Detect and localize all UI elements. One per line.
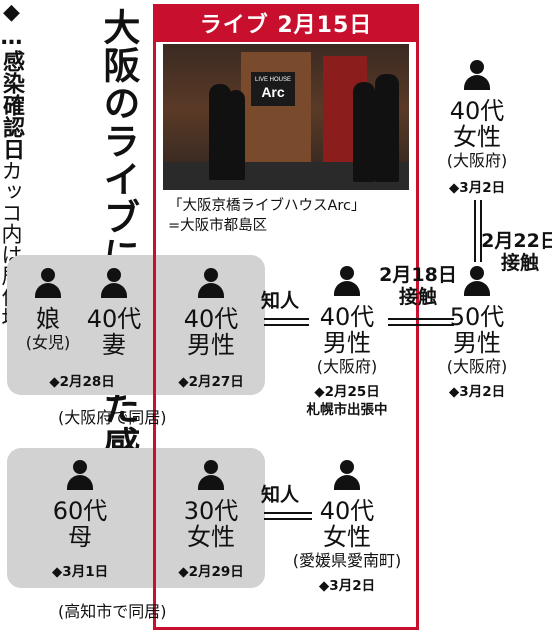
daughter-residence: (女児) — [25, 333, 71, 352]
contact-0218-line — [388, 324, 454, 326]
man40-attendee-date: ◆2月27日 — [178, 374, 244, 390]
contact-0218-line — [388, 318, 454, 320]
relation-acquaintance-2: 知人 — [260, 484, 300, 506]
person-icon — [464, 60, 490, 90]
photo-figure — [353, 82, 375, 182]
wife-age: 40代 — [86, 305, 142, 333]
woman40-osaka-gender: 女性 — [453, 123, 501, 151]
mother-date: ◆3月1日 — [51, 564, 109, 580]
woman30-gender: 女性 — [187, 523, 235, 551]
contact-0222-line — [474, 200, 476, 262]
photo-figure — [227, 90, 245, 180]
acquaintance-2-line — [264, 512, 312, 514]
photo-figure — [209, 84, 231, 180]
relation-contact-0218-date: 2月18日 — [379, 264, 457, 286]
woman30-age: 30代 — [183, 497, 239, 525]
man40-osaka-note: 札幌市出張中 — [306, 402, 388, 418]
acquaintance-1-line — [264, 324, 309, 326]
person-icon — [67, 460, 93, 490]
person-icon — [334, 460, 360, 490]
person-icon — [101, 268, 127, 298]
legend-marker: ◆…感染確認日 — [0, 0, 24, 160]
mother-age: 60代 — [52, 497, 108, 525]
woman40-ehime-gender: 女性 — [323, 523, 371, 551]
woman30-date: ◆2月29日 — [178, 564, 244, 580]
man40-osaka-date: ◆2月25日 — [314, 384, 380, 400]
relation-acquaintance-1: 知人 — [260, 290, 300, 312]
person-icon — [464, 266, 490, 296]
relation-contact-0222-label: 接触 — [500, 252, 540, 274]
livehouse-photo: LIVE HOUSE Arc — [163, 44, 409, 190]
man40-attendee-age: 40代 — [183, 305, 239, 333]
person-icon — [198, 460, 224, 490]
photo-wall — [241, 52, 311, 168]
man50-age: 50代 — [449, 303, 505, 331]
live-event-header: ライブ 2月15日 — [153, 4, 419, 42]
photo-figure — [375, 74, 399, 182]
woman40-ehime-age: 40代 — [319, 497, 375, 525]
sign-big-text: Arc — [261, 84, 285, 100]
man40-osaka-gender: 男性 — [323, 329, 371, 357]
woman40-ehime-date: ◆3月2日 — [318, 578, 376, 594]
relation-contact-0222: 2月22日 接触 — [481, 230, 552, 274]
acquaintance-2-line — [264, 518, 312, 520]
relation-contact-0218-label: 接触 — [398, 286, 438, 308]
woman40-osaka-date: ◆3月2日 — [448, 180, 506, 196]
kochi-cohabit-note: (高知市で同居) — [58, 602, 167, 621]
man40-osaka-age: 40代 — [319, 303, 375, 331]
contact-0222-line — [480, 200, 482, 262]
sign-small-text: LIVE HOUSE — [254, 77, 291, 83]
woman40-ehime-residence: (愛媛県愛南町) — [292, 551, 402, 570]
osaka-cohabit-note: (大阪府で同居) — [58, 408, 167, 427]
osaka-family-date: ◆2月28日 — [49, 374, 115, 390]
caption-line-2: =大阪市都島区 — [168, 218, 268, 234]
woman40-osaka-age: 40代 — [449, 97, 505, 125]
person-icon — [35, 268, 61, 298]
photo-caption: 「大阪京橋ライブハウスArc」 =大阪市都島区 — [168, 196, 366, 236]
man40-osaka-residence: (大阪府) — [316, 357, 378, 376]
woman40-osaka-residence: (大阪府) — [446, 151, 508, 170]
person-icon — [334, 266, 360, 296]
man50-gender: 男性 — [453, 329, 501, 357]
man40-attendee-gender: 男性 — [187, 331, 235, 359]
caption-line-1: 「大阪京橋ライブハウスArc」 — [168, 198, 366, 214]
acquaintance-1-line — [264, 318, 309, 320]
livehouse-sign: LIVE HOUSE Arc — [251, 72, 295, 106]
mother-label: 母 — [68, 523, 92, 551]
person-icon — [198, 268, 224, 298]
wife-label: 妻 — [102, 331, 126, 359]
man50-date: ◆3月2日 — [448, 384, 506, 400]
group-box-kochi-family — [7, 448, 265, 588]
relation-contact-0222-date: 2月22日 — [481, 230, 552, 252]
relation-contact-0218: 2月18日 接触 — [379, 264, 457, 308]
man50-residence: (大阪府) — [446, 357, 508, 376]
daughter-label: 娘 — [36, 305, 60, 333]
